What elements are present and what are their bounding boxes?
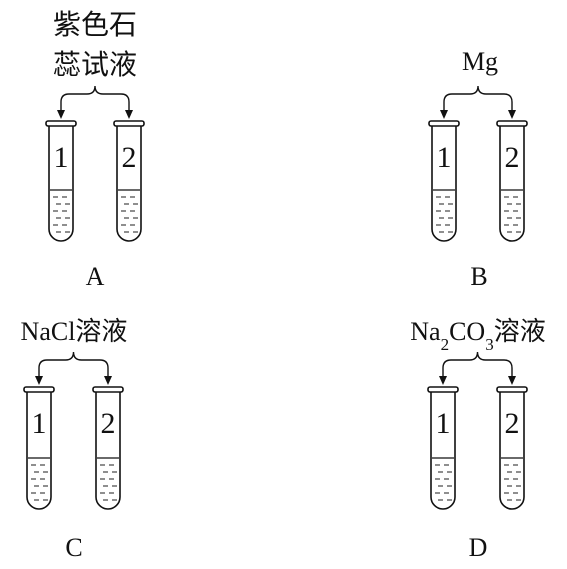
panel-caption: D xyxy=(469,533,488,562)
arrow-head-icon xyxy=(104,376,112,385)
arrow-head-icon xyxy=(125,110,133,119)
test-tube: 2 xyxy=(92,386,124,510)
test-tube: 1 xyxy=(428,120,460,242)
panel-caption: B xyxy=(470,262,487,291)
brace xyxy=(38,351,109,369)
tube-rim xyxy=(428,120,460,127)
tube-number-label: 1 xyxy=(54,141,69,174)
liquid xyxy=(433,189,455,233)
tube-rim xyxy=(23,386,55,393)
tube-number-label: 1 xyxy=(436,407,451,440)
test-tube: 2 xyxy=(496,386,528,510)
arrow-head-icon xyxy=(439,376,447,385)
liquid xyxy=(501,457,523,501)
panel-c: NaCl溶液 1 2C xyxy=(21,317,128,562)
panel-d: Na2CO3溶液 1 2D xyxy=(410,317,545,562)
liquid xyxy=(97,457,119,501)
liquid xyxy=(50,189,72,233)
test-tube: 2 xyxy=(496,120,528,242)
tube-number-label: 2 xyxy=(101,407,116,440)
tube-rim xyxy=(496,386,528,393)
panel-caption: C xyxy=(65,533,82,562)
tube-body xyxy=(48,125,74,242)
tube-number-label: 1 xyxy=(32,407,47,440)
brace xyxy=(443,85,513,103)
tube-rim xyxy=(113,120,145,127)
reagent-label: Mg xyxy=(462,47,498,76)
brace xyxy=(442,351,513,369)
test-tube: 2 xyxy=(113,120,145,242)
panel-caption: A xyxy=(86,262,105,291)
arrow-head-icon xyxy=(440,110,448,119)
reagent-label: NaCl溶液 xyxy=(21,317,128,346)
reagent-label: Na2CO3溶液 xyxy=(410,317,545,354)
panel-b: Mg 1 2B xyxy=(428,47,528,291)
tube-number-label: 2 xyxy=(505,141,520,174)
liquid xyxy=(28,457,50,501)
arrow-head-icon xyxy=(508,376,516,385)
tube-number-label: 2 xyxy=(122,141,137,174)
arrow-head-icon xyxy=(508,110,516,119)
reagent-label: 蕊试液 xyxy=(53,48,137,81)
brace xyxy=(60,85,130,103)
liquid xyxy=(432,457,454,501)
tube-rim xyxy=(427,386,459,393)
tube-number-label: 2 xyxy=(505,407,520,440)
test-tube: 1 xyxy=(427,386,459,510)
tube-body xyxy=(499,125,525,242)
tube-body xyxy=(26,391,52,510)
test-tube: 1 xyxy=(23,386,55,510)
tube-rim xyxy=(45,120,77,127)
tube-body xyxy=(116,125,142,242)
liquid xyxy=(118,189,140,233)
tube-body xyxy=(431,125,457,242)
liquid xyxy=(501,189,523,233)
arrow-head-icon xyxy=(57,110,65,119)
arrow-head-icon xyxy=(35,376,43,385)
tube-body xyxy=(499,391,525,510)
reagent-label: 紫色石 xyxy=(53,8,137,41)
test-tube: 1 xyxy=(45,120,77,242)
tube-body xyxy=(430,391,456,510)
tube-body xyxy=(95,391,121,510)
tube-rim xyxy=(496,120,528,127)
tube-number-label: 1 xyxy=(437,141,452,174)
tube-rim xyxy=(92,386,124,393)
